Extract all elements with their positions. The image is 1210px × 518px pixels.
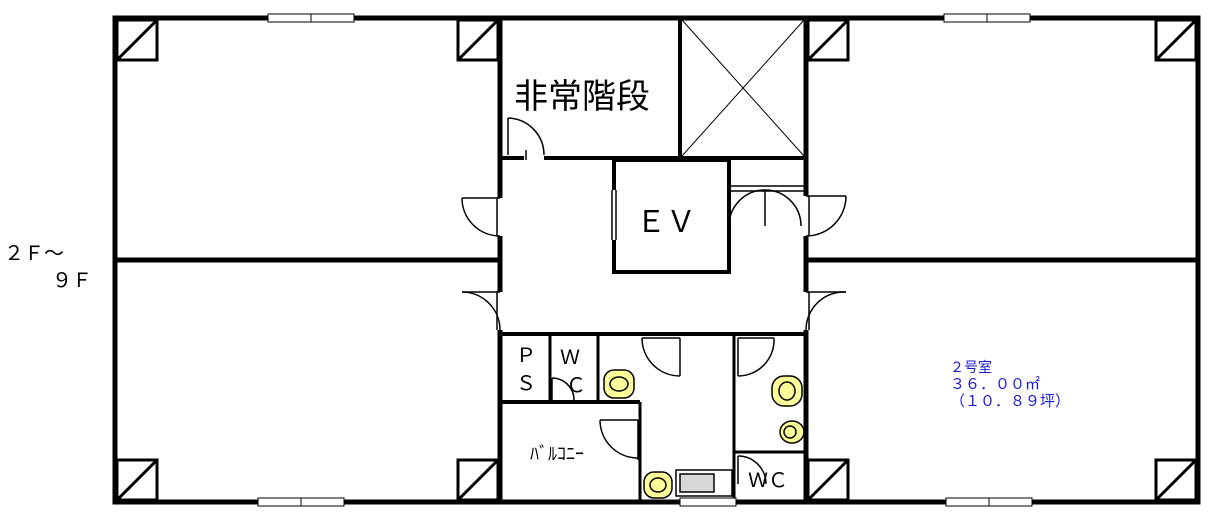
window-bottom-left	[257, 497, 345, 507]
toilet-balcony	[643, 471, 673, 499]
door-corridor-right-lower	[802, 291, 847, 331]
wc-small-label-bottom: Ｃ	[566, 373, 586, 397]
wc-right-label: ＷＣ	[748, 468, 788, 492]
window-bottom-service	[679, 497, 737, 507]
stairs-label: 非常階段	[514, 77, 650, 117]
door-stairs	[507, 117, 545, 161]
toilet-center	[603, 369, 635, 399]
door-right-wc	[737, 337, 775, 377]
balcony-label: ﾊﾞﾙｺﾆｰ	[530, 444, 584, 465]
ps-label-bottom: Ｓ	[516, 371, 536, 395]
unit-area-tsubo: （１０．８９坪）	[950, 392, 1070, 410]
corner-column-br-left	[806, 458, 850, 502]
door-right-wc-lower	[737, 455, 767, 485]
door-small-wc	[551, 377, 575, 401]
corner-column-tl	[115, 18, 159, 62]
sink-right	[779, 420, 805, 444]
door-balcony	[599, 419, 639, 460]
door-elevator	[610, 190, 618, 240]
door-center-wc	[641, 337, 681, 377]
shaft-x-2	[681, 19, 805, 157]
corner-column-bc	[456, 458, 500, 502]
elevator-label: ＥＶ	[636, 205, 696, 240]
toilet-right-upper	[771, 375, 803, 407]
corner-column-tr	[1154, 18, 1198, 62]
window-top-left	[267, 13, 355, 23]
corner-column-br	[1154, 458, 1198, 502]
unit-area-sqm: ３６．００㎡	[950, 375, 1040, 393]
floor-label-top: ２Ｆ～	[4, 241, 64, 265]
unit-name: ２号室	[950, 359, 992, 376]
floor-label-bottom: ９Ｆ	[52, 268, 92, 292]
ps-label-top: Ｐ	[516, 343, 536, 367]
corner-column-bl	[115, 458, 159, 502]
corner-column-tc	[456, 18, 500, 62]
door-corridor-left-upper	[461, 197, 504, 237]
kitchen-sink	[675, 469, 733, 497]
door-double-corridor	[728, 185, 806, 227]
wc-small-label-top: Ｗ	[560, 345, 580, 369]
door-corridor-right-upper	[802, 195, 847, 237]
corner-column-tr-left	[806, 18, 850, 62]
window-top-right	[943, 13, 1031, 23]
door-corridor-left-lower	[461, 291, 504, 331]
window-bottom-right	[945, 497, 1033, 507]
